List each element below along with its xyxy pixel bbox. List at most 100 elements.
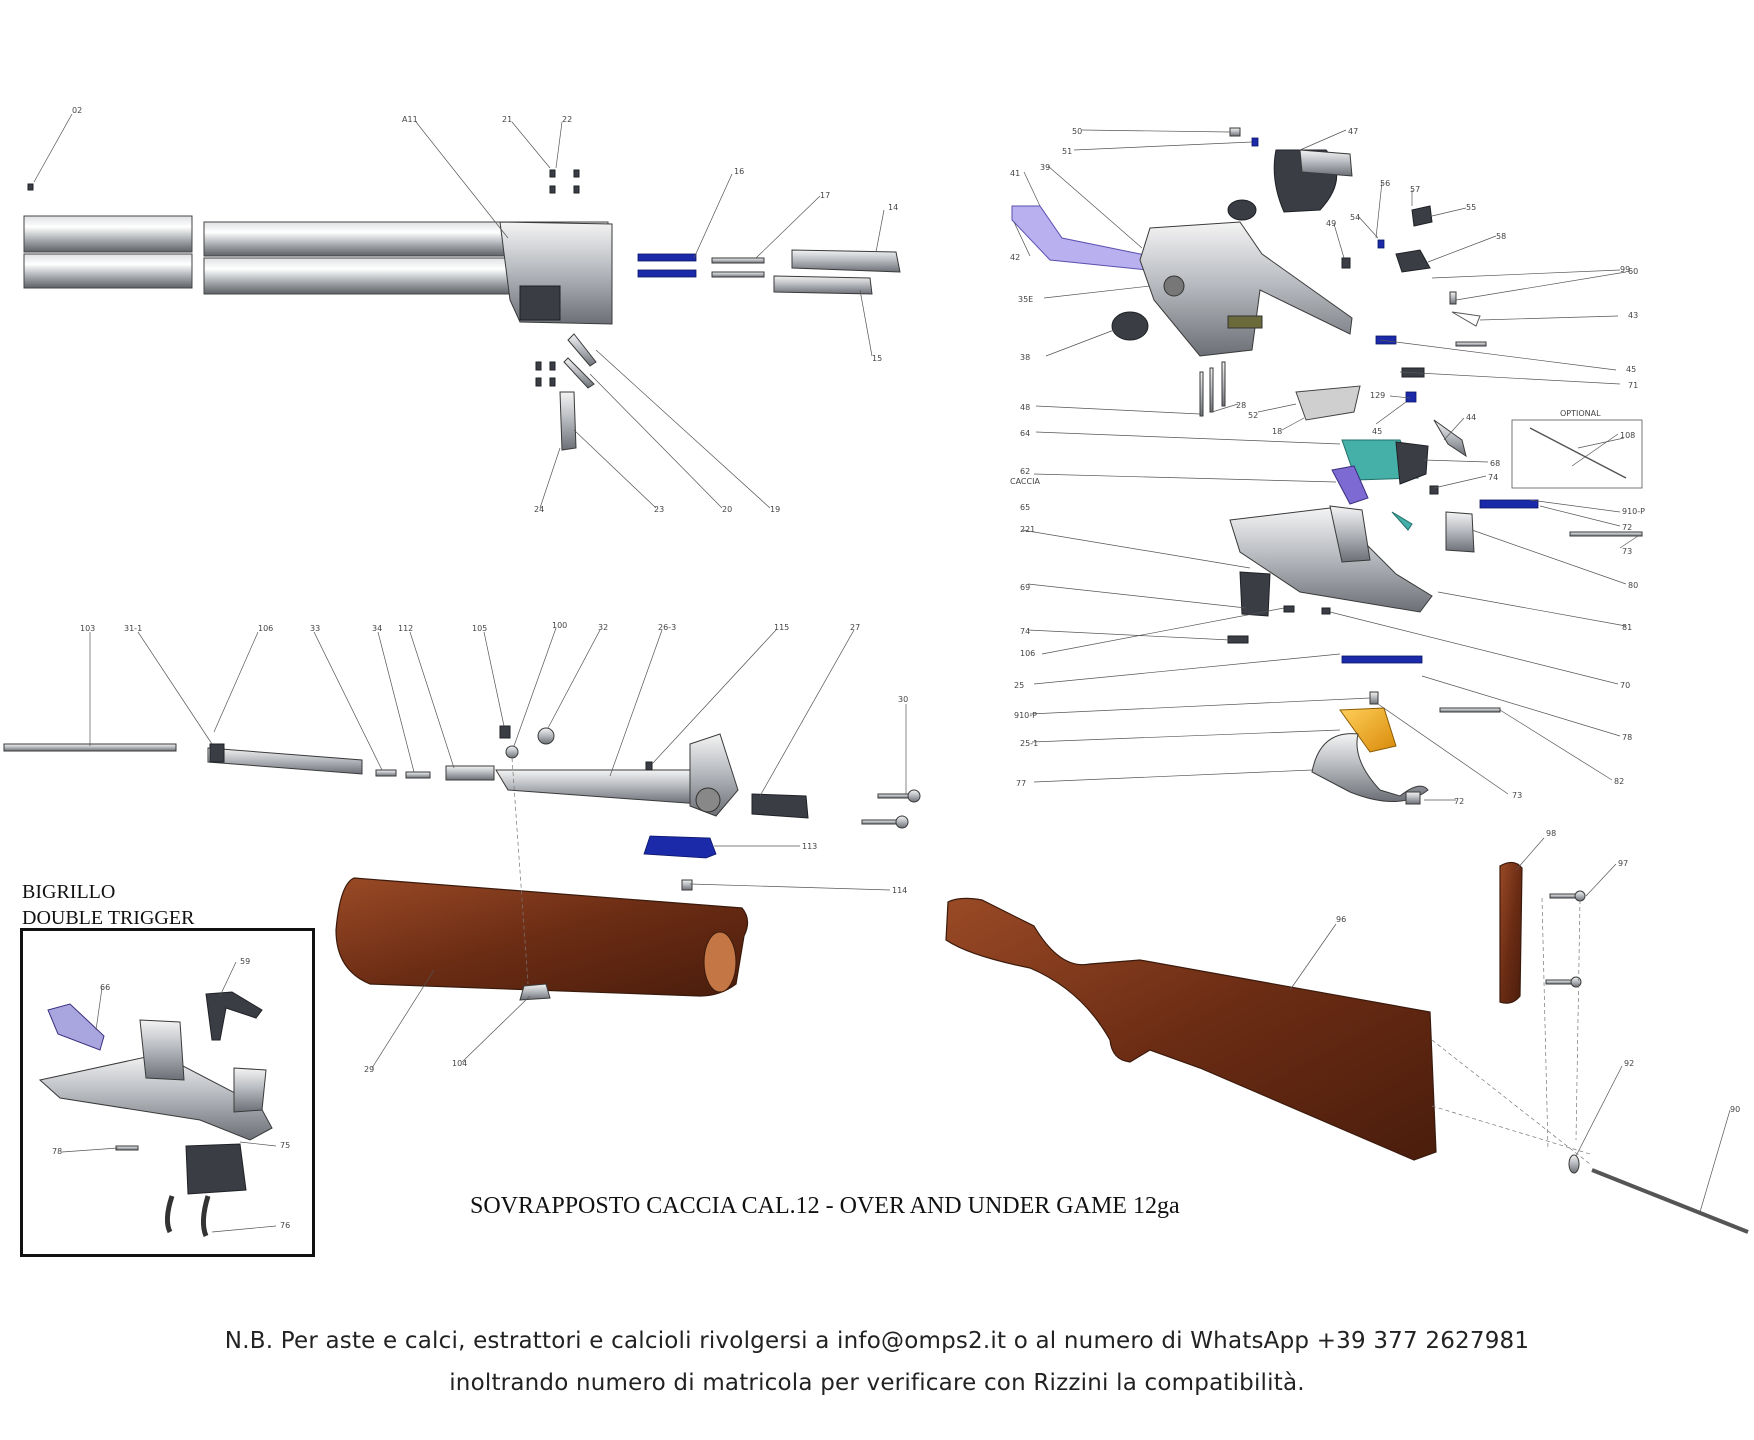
callout-label: 49 [1326,219,1336,228]
callout-label: 81 [1622,623,1632,632]
callout-label: 24 [534,505,544,514]
part-27 [751,793,809,819]
inset-callout: 66 [100,983,110,992]
callout-label: 80 [1628,581,1638,590]
callout-label: 45 [1372,427,1382,436]
callout-label: 106 [1020,649,1035,658]
forend-assembly: 103 31-1 106 33 34 112 105 100 32 26-3 1… [3,621,921,1074]
part-104 [519,983,551,1001]
optional-part-108 [1511,419,1643,489]
callout-label: OPTIONAL [1560,409,1601,418]
callout-label: 26-3 [658,623,676,632]
callout-label: 78 [1622,733,1632,742]
buttstock-wood [945,897,1437,1161]
callout-label: 19 [770,505,780,514]
inset-trigger-block [185,1143,247,1195]
callout-label: 96 [1336,915,1346,924]
footer-note-line2: inoltrando numero di matricola per verif… [449,1370,1305,1396]
pins-21-22 [549,169,580,194]
callout-label: 52 [1248,411,1258,420]
screws-30 [861,789,921,829]
callout-label: 68 [1490,459,1500,468]
callout-label: 910-P [1014,711,1037,720]
callout-label: 47 [1348,127,1358,136]
inset-callout: 78 [52,1147,62,1156]
springs-16 [637,253,697,278]
footer-note-line1: N.B. Per aste e calci, estrattori e calc… [224,1328,1530,1354]
callout-label: 114 [892,886,907,895]
callout-label: 33 [310,624,320,633]
callout-label: 73 [1512,791,1522,800]
callout-label: 45 [1626,365,1636,374]
barrels [23,215,613,325]
callout-label: 29 [364,1065,374,1074]
callout-label: 14 [888,203,898,212]
part-77 [1339,707,1397,753]
callout-label: 27 [850,623,860,632]
callout-label: 41 [1010,169,1020,178]
callout-label: 15 [872,354,882,363]
double-trigger-inset: BIGRILLO DOUBLE TRIGGER 59 66 78 75 76 [22,881,290,1237]
callout-label: 74 [1020,627,1030,636]
inset-callout: 75 [280,1141,290,1150]
receiver-small-parts [1229,127,1487,458]
receiver-leader-lines [1013,129,1639,801]
callout-label: 113 [802,842,817,851]
callout-label: 35E [1018,295,1033,304]
forend-wood-29 [335,877,749,997]
part-92-washer [1568,1154,1580,1174]
barrel-callouts: 02 A11 21 22 16 17 14 15 19 20 23 24 [72,106,898,514]
inset-frame [20,928,315,1257]
callout-label: 56 [1380,179,1390,188]
callout-label: 910-P [1622,507,1645,516]
inset-callout: 59 [240,957,250,966]
stock-assembly: 98 97 96 92 90 [945,829,1749,1234]
callout-label: 77 [1016,779,1026,788]
callout-label: 108 [1620,431,1635,440]
callout-label: 18 [1272,427,1282,436]
part-112 [445,765,495,781]
callout-label: 72 [1454,797,1464,806]
callout-label: 112 [398,624,413,633]
callout-label: CACCIA [1010,477,1040,486]
callout-label: 23 [654,505,664,514]
part-26-3 [495,769,701,805]
barrel-assembly: 02 A11 21 22 16 17 14 15 19 20 23 24 [23,106,901,514]
inset-trigger-66 [47,1003,105,1051]
part-84-trigger-guard [1311,733,1429,802]
part-68 [1395,441,1429,485]
callout-label: 28 [1236,401,1246,410]
callout-label: 92 [1624,1059,1634,1068]
stock-leader-lines [1289,837,1731,1213]
callout-label: 69 [1020,583,1030,592]
callout-label: 39 [1040,163,1050,172]
part-31-1 [207,747,363,775]
callout-label: 221 [1020,525,1035,534]
callout-label: 34 [372,624,382,633]
callout-label: 82 [1614,777,1624,786]
callout-label: 90 [1730,1105,1740,1114]
stock-screws-97 [1545,890,1586,988]
callout-label: 38 [1020,353,1030,362]
callout-label: 21 [502,115,512,124]
callout-label: 31-1 [124,624,142,633]
callout-label: 105 [472,624,487,633]
receiver-assembly: 50 51 47 41 39 56 57 55 49 54 58 99 60 4… [1010,127,1645,806]
diagram-title: SOVRAPPOSTO CACCIA CAL.12 - OVER AND UND… [470,1193,1180,1219]
callout-label: 42 [1010,253,1020,262]
callout-label: 25 [1014,681,1024,690]
inset-part-59 [205,991,263,1041]
inset-callout: 76 [280,1221,290,1230]
callout-label: 97 [1618,859,1628,868]
callout-label: 02 [72,106,82,115]
callout-label: 16 [734,167,744,176]
forend-leader-lines [89,627,907,1069]
callout-label: 65 [1020,503,1030,512]
callout-label: 60 [1628,267,1638,276]
callout-label: 30 [898,695,908,704]
part-98-recoil-pad [1499,861,1523,1004]
callout-label: 20 [722,505,732,514]
part-69 [1239,571,1271,617]
callout-label: 103 [80,624,95,633]
